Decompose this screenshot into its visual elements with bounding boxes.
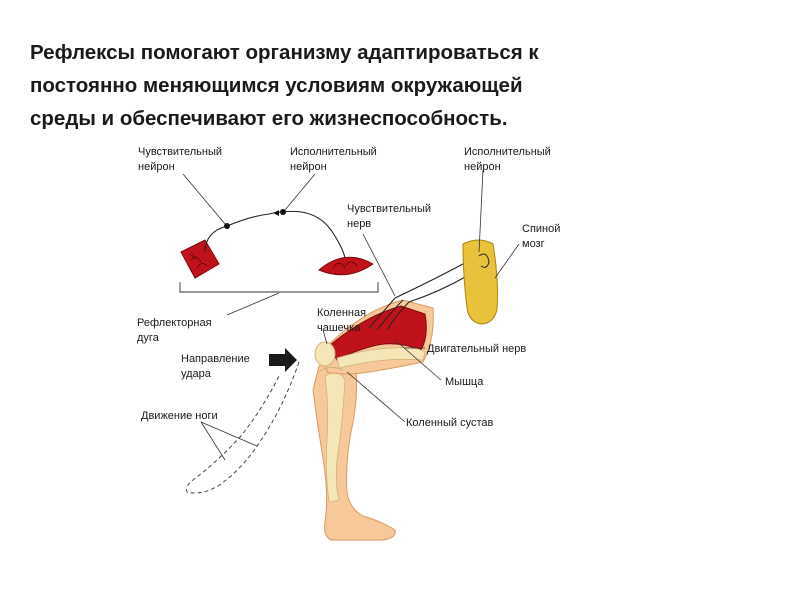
sensory-neuron-pointer <box>182 173 226 225</box>
reflex-arc-bracket <box>179 282 379 293</box>
label-spinal-cord: Спиной <box>522 223 560 235</box>
label-strike-direction-2: удара <box>181 368 212 380</box>
leg-illustration <box>186 169 520 541</box>
motor-neuron-arc <box>282 210 346 259</box>
synapse-icon <box>273 210 279 216</box>
reflex-arc-figure: Чувствительный нейрон Исполнительный ней… <box>133 140 575 545</box>
receptor-tissue-icon <box>180 239 220 279</box>
label-motor-nerve: Двигательный нерв <box>427 343 526 355</box>
label-kneecap: Коленная <box>317 307 366 319</box>
reflex-arc-pointer <box>226 292 280 316</box>
nerve-fibers <box>368 297 410 331</box>
label-reflex-arc: Рефлекторная <box>137 317 212 329</box>
label-kneecap-2: чашечка <box>317 322 361 334</box>
effector-branches <box>332 261 358 269</box>
motor-neuron-body-icon <box>280 209 286 215</box>
label-motor-neuron-right: Исполнительный <box>464 146 551 158</box>
receptor-branches <box>188 253 208 269</box>
spinal-cord-synapse <box>478 253 490 268</box>
heading-line-3: среды и обеспечивают его жизнеспособност… <box>30 107 508 130</box>
leg-movement-pointer-1 <box>200 421 226 461</box>
spinal-neuron-pointer <box>478 169 484 253</box>
label-sensory-neuron-2: нейрон <box>138 161 175 173</box>
label-reflex-arc-2: дуга <box>137 332 160 344</box>
label-sensory-neuron: Чувствительный <box>138 146 222 158</box>
sensory-nerve-pointer <box>362 233 396 297</box>
femur-bone-shape <box>336 347 426 369</box>
label-leg-movement: Движение ноги <box>141 410 218 422</box>
sensory-neuron-body-icon <box>224 223 230 229</box>
label-muscle: Мышца <box>445 376 484 388</box>
shin-bone-shape <box>324 372 346 503</box>
leg-movement-pointer-2 <box>200 421 258 447</box>
knee-joint-pointer <box>346 371 406 423</box>
kneecap-shape <box>314 341 336 367</box>
page-heading: Рефлексы помогают организму адаптировать… <box>30 36 770 135</box>
label-strike-direction: Направление <box>181 353 250 365</box>
reflex-diagram-svg: Чувствительный нейрон Исполнительный ней… <box>133 140 575 545</box>
strike-arrow-icon <box>269 348 297 372</box>
reflex-arc-schematic <box>179 173 379 316</box>
leg-motion-outline <box>186 361 300 494</box>
muscle-pointer <box>394 339 442 381</box>
label-sensory-nerve-2: нерв <box>347 218 371 230</box>
label-motor-neuron-left-2: нейрон <box>290 161 327 173</box>
label-spinal-cord-2: мозг <box>522 238 545 250</box>
label-motor-neuron-right-2: нейрон <box>464 161 501 173</box>
effector-muscle-icon <box>318 256 374 276</box>
kneecap-pointer <box>322 329 328 345</box>
label-knee-joint: Коленный сустав <box>406 417 493 429</box>
label-sensory-nerve: Чувствительный <box>347 203 431 215</box>
knee-joint-shape <box>318 366 344 373</box>
spinal-cord-shape <box>462 239 498 325</box>
heading-line-1: Рефлексы помогают организму адаптировать… <box>30 41 539 64</box>
motor-neuron-pointer <box>284 173 316 211</box>
spinal-cord-pointer <box>494 243 520 279</box>
label-motor-neuron-left: Исполнительный <box>290 146 377 158</box>
heading-line-2: постоянно меняющимся условиям окружающей <box>30 74 523 97</box>
